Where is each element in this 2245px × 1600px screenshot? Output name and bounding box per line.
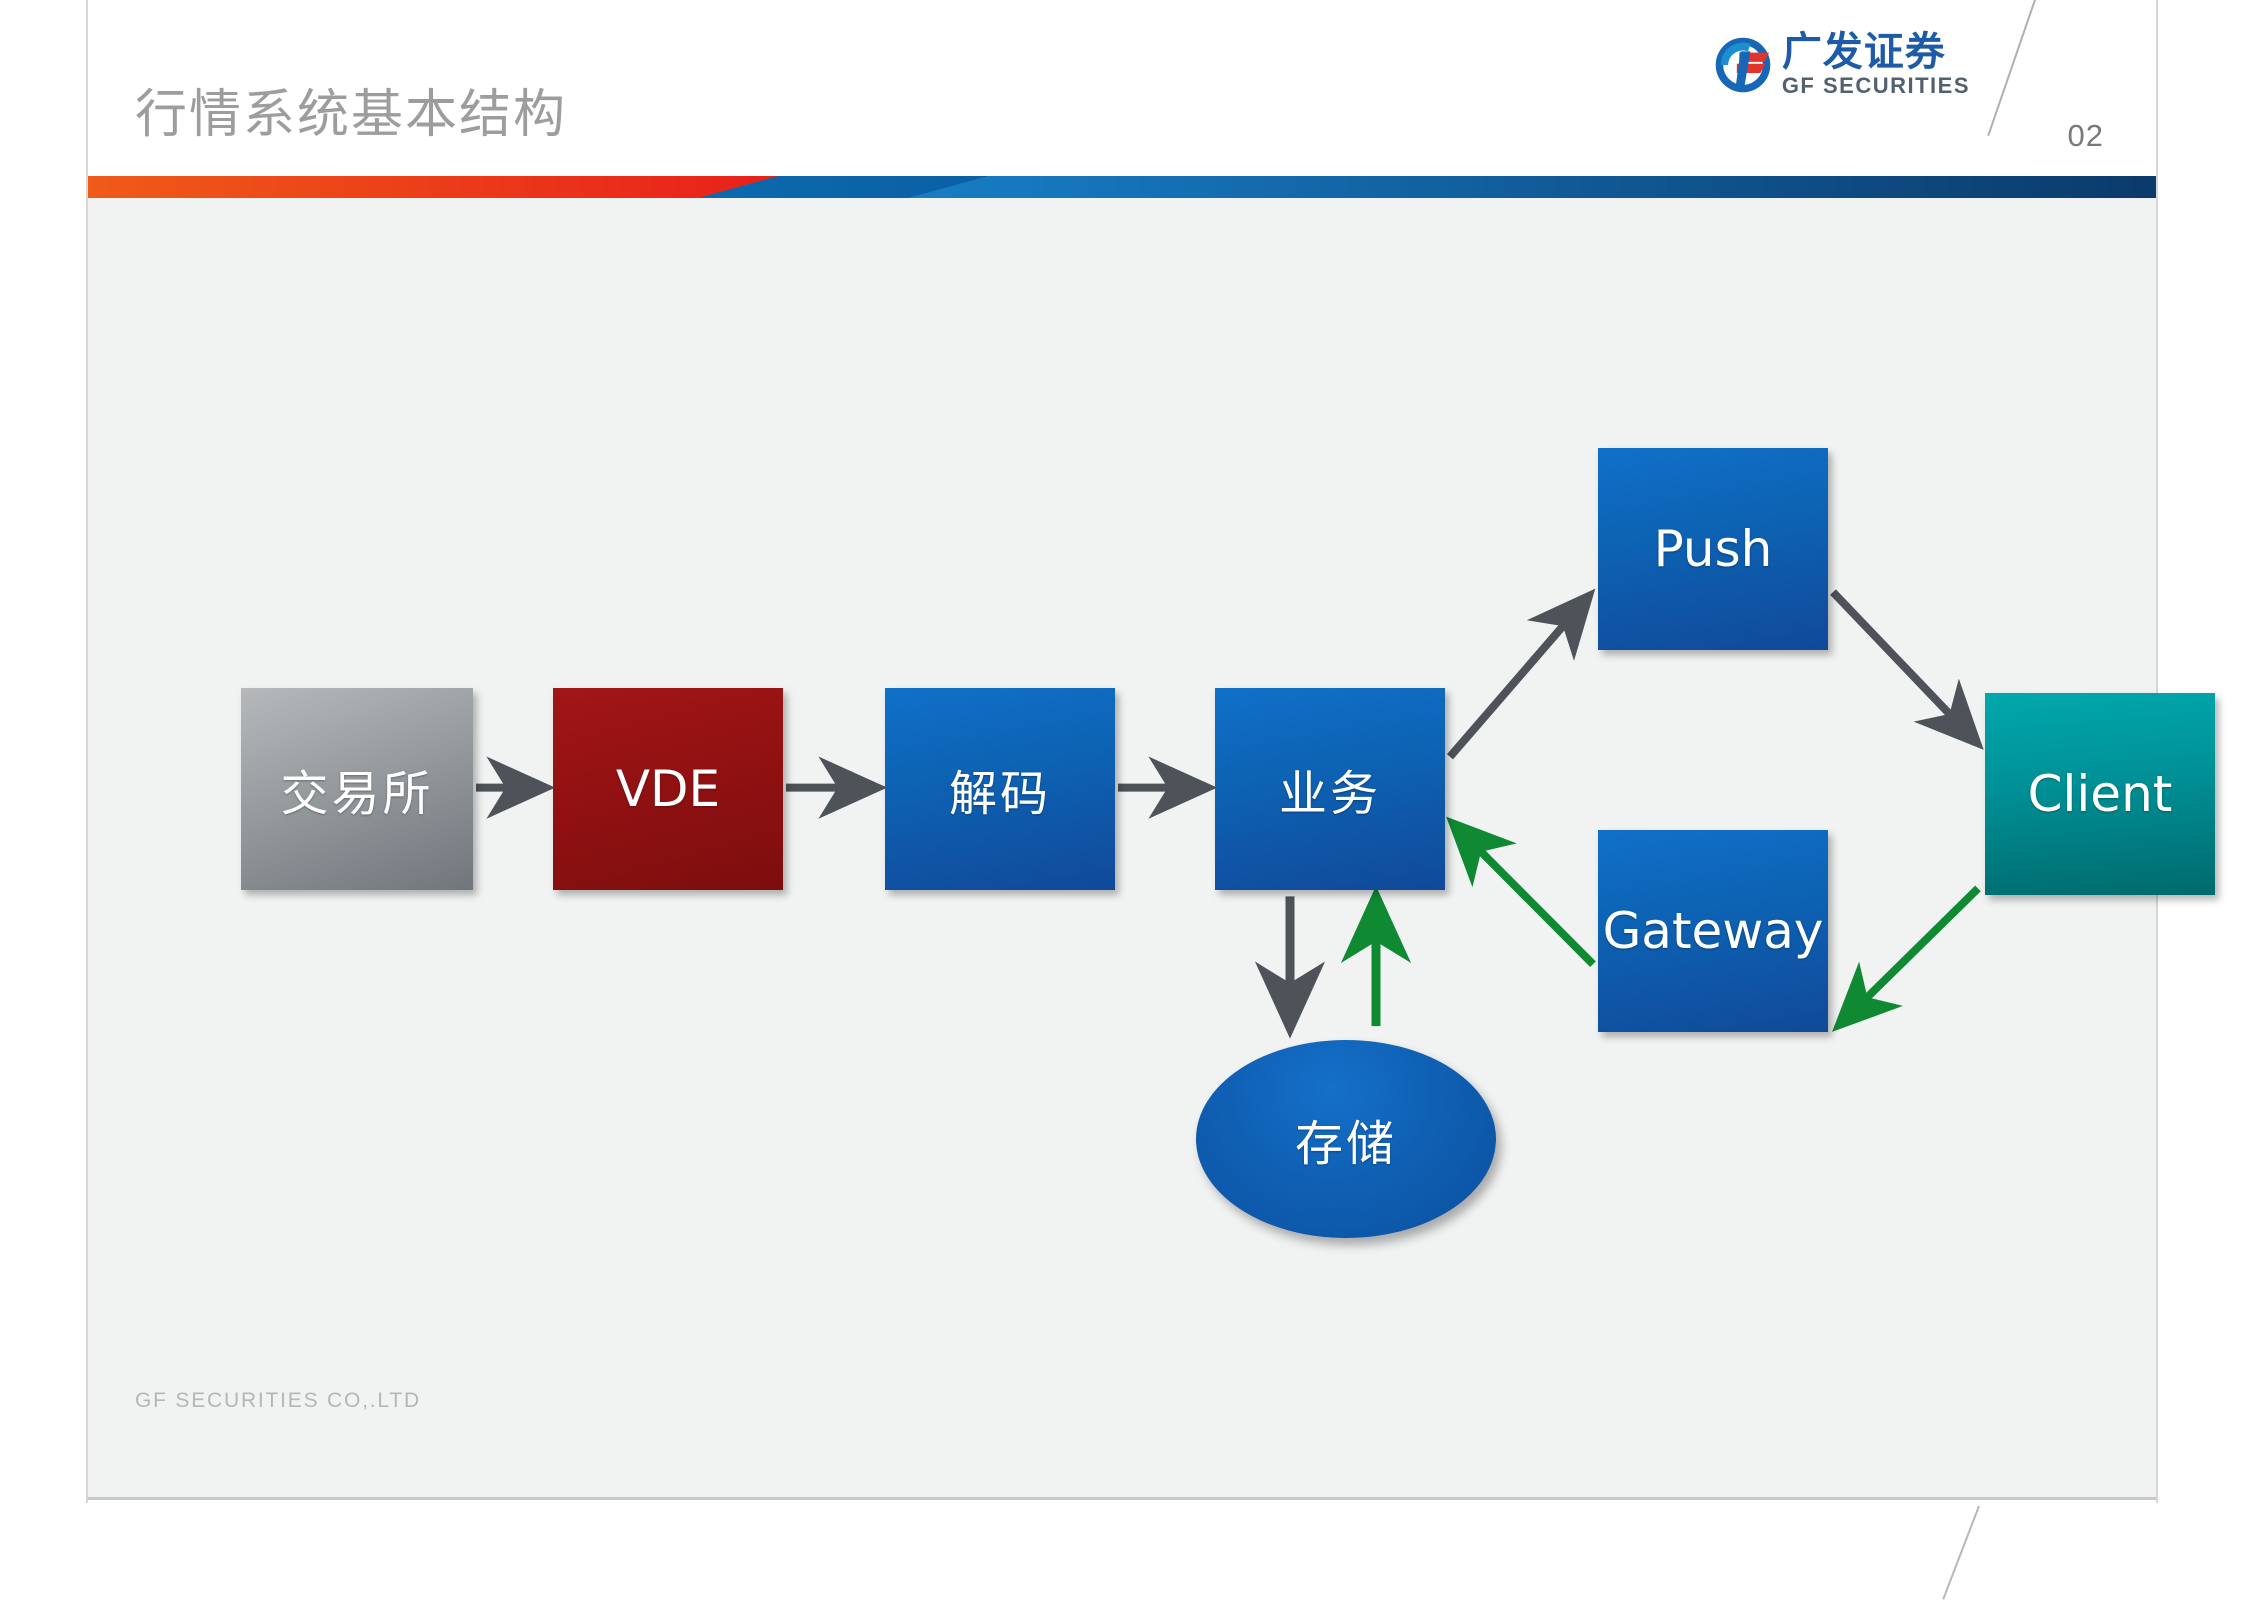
page-number: 02 [2067,118,2104,153]
node-gateway[interactable]: Gateway [1598,830,1828,1032]
edge-push-to-client [1830,589,1984,750]
node-decode[interactable]: 解码 [885,688,1115,890]
slide-frame: 行情系统基本结构 广发证券 GF SECURITIES 02 [86,0,2215,1503]
node-push[interactable]: Push [1598,448,1828,650]
node-gateway-label: Gateway [1602,902,1824,960]
brand-name-cn: 广发证券 [1781,29,1946,75]
edge-gateway-to-business [1446,816,1596,968]
node-vde-label: VDE [615,760,721,818]
gf-securities-logo-icon [1715,37,1771,92]
node-exchange-label: 交易所 [280,766,434,822]
slide-header: 行情系统基本结构 广发证券 GF SECURITIES 02 [88,0,2156,176]
brand-name-en: GF SECURITIES [1781,73,1970,98]
slide-body: 交易所 VDE 解码 业务 Push Gateway Client 存储 GF … [88,198,2215,1500]
node-business-label: 业务 [1278,766,1381,822]
page-title: 行情系统基本结构 [135,85,568,145]
node-client-label: Client [2027,765,2173,823]
edge-business-to-push [1446,588,1596,760]
brand-logo: 广发证券 GF SECURITIES [1712,32,1970,97]
node-decode-label: 解码 [948,766,1051,822]
node-push-label: Push [1653,520,1773,578]
edge-client-to-gateway [1832,885,1981,1032]
accent-bar [88,176,2156,198]
node-storage-label: 存储 [1294,1116,1397,1172]
node-business[interactable]: 业务 [1215,688,1445,890]
node-client[interactable]: Client [1985,693,2215,895]
header-diagonal-divider [1987,0,2038,137]
footer-text: GF SECURITIES CO,.LTD [135,1389,421,1412]
flow-diagram-connectors [476,588,1984,1039]
accent-bar-segment-red [88,176,778,198]
node-storage[interactable]: 存储 [1196,1040,1496,1238]
brand-logo-text: 广发证券 GF SECURITIES [1782,32,1970,97]
node-vde[interactable]: VDE [553,688,783,890]
node-exchange[interactable]: 交易所 [241,688,473,890]
